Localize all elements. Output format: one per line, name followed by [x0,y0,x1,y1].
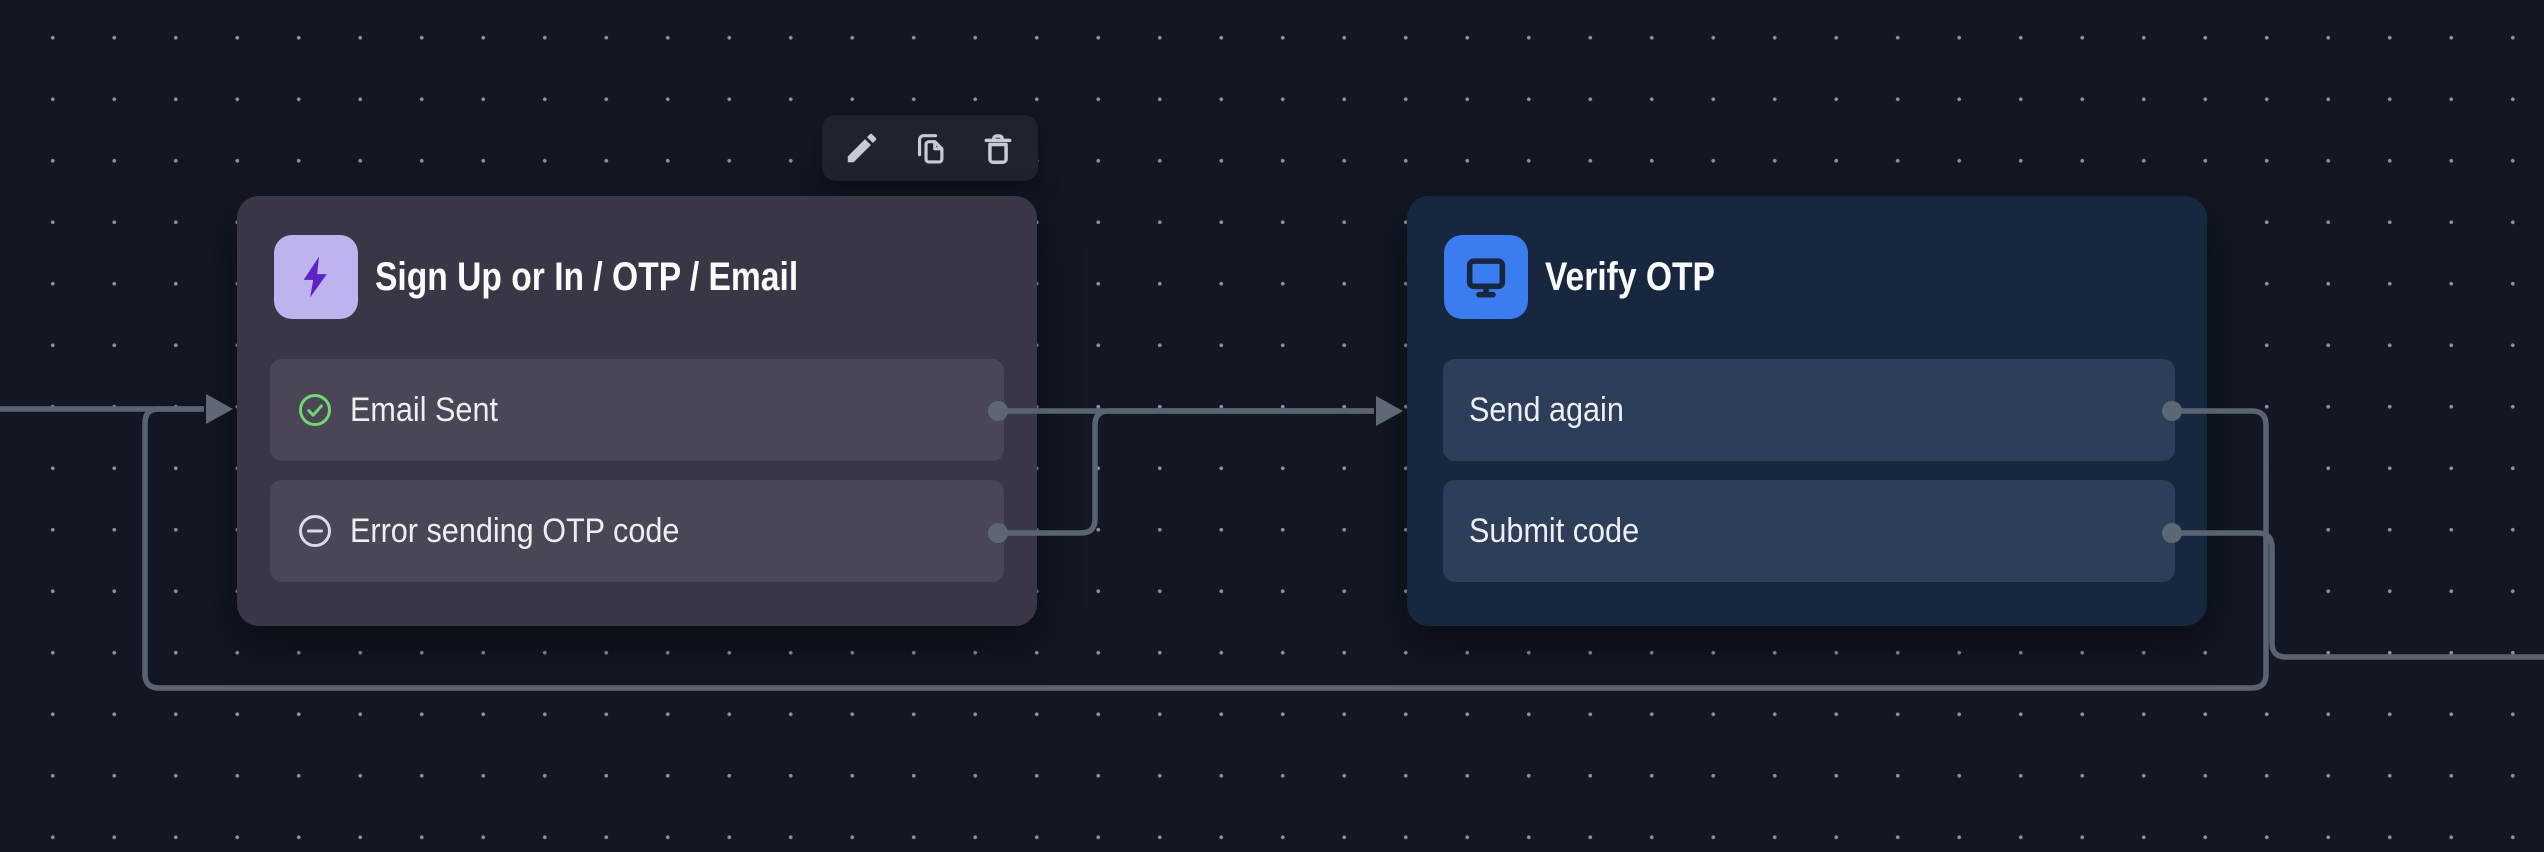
check-circle-icon [299,394,331,426]
output-label: Send again [1469,390,1624,429]
flow-node-verify-otp[interactable]: Verify OTP Send again Submit code [1407,196,2207,626]
duplicate-button[interactable] [902,120,958,176]
port-submit-code[interactable] [2162,523,2182,543]
output-row-email-sent[interactable]: Email Sent [270,359,1004,461]
delete-button[interactable] [970,120,1026,176]
node-title: Verify OTP [1545,254,1715,299]
monitor-icon [1444,235,1528,319]
arrowhead-into-verify-node [1376,396,1403,426]
pencil-icon [847,133,877,163]
output-label: Error sending OTP code [350,511,680,550]
node-title: Sign Up or In / OTP / Email [375,254,799,299]
lightning-bolt-icon [274,235,358,319]
output-label: Email Sent [350,390,498,429]
port-error-sending[interactable] [988,523,1008,543]
output-row-error-sending[interactable]: Error sending OTP code [270,480,1004,582]
output-row-send-again[interactable]: Send again [1443,359,2175,461]
port-email-sent[interactable] [988,401,1008,421]
copy-icon [917,134,944,164]
node-toolbar [822,115,1038,181]
edit-button[interactable] [834,120,890,176]
arrowhead-into-signup-node [206,394,233,424]
trash-icon [984,134,1012,164]
port-send-again[interactable] [2162,401,2182,421]
edge-error-to-verify [998,408,1374,536]
output-label: Submit code [1469,511,1640,550]
flow-node-signup-otp-email[interactable]: Sign Up or In / OTP / Email Email Sent E… [237,196,1037,626]
output-row-submit-code[interactable]: Submit code [1443,480,2175,582]
minus-circle-icon [299,515,331,547]
edge-submit-code-offscreen-right [2172,530,2544,660]
